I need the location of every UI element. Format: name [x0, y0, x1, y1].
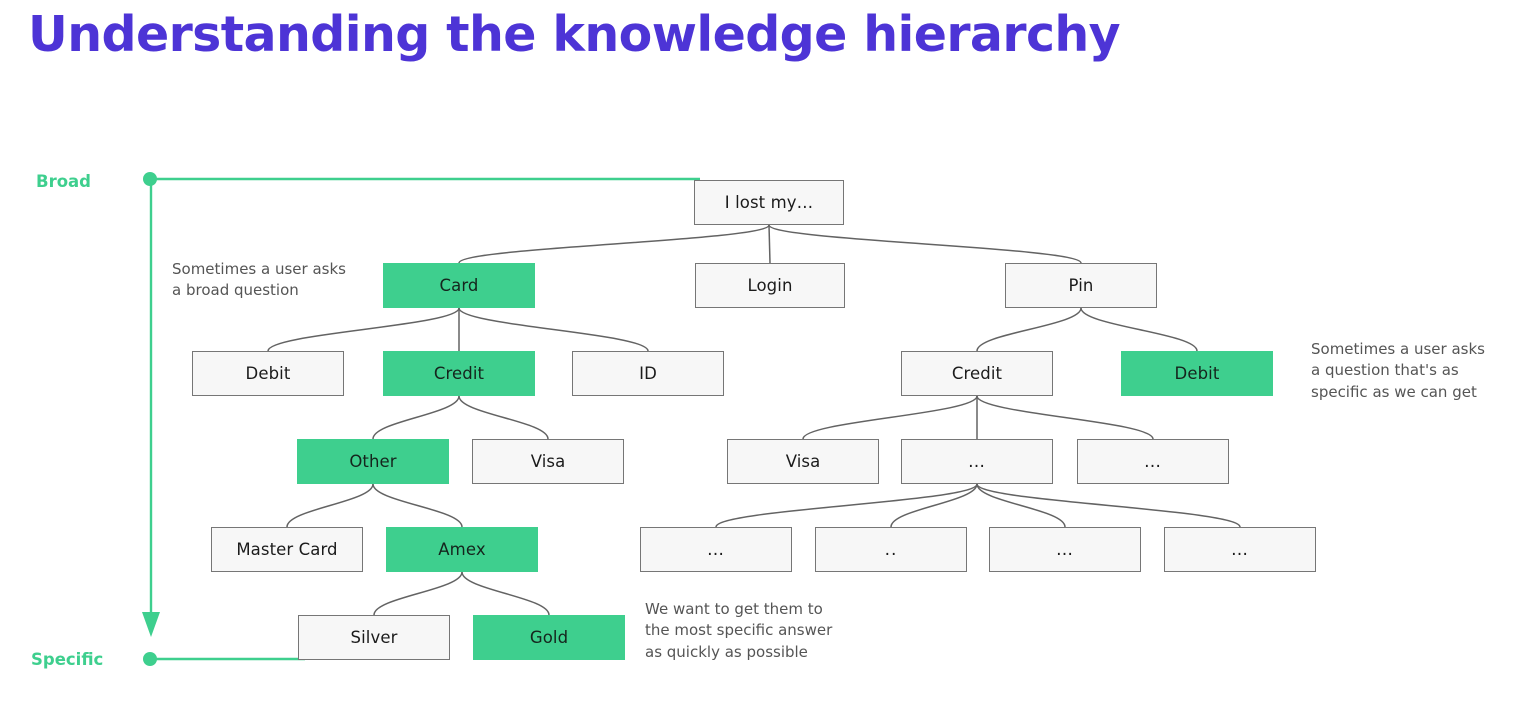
tree-node-label: .. [884, 539, 898, 560]
tree-node[interactable]: ID [572, 351, 724, 396]
tree-node[interactable]: Master Card [211, 527, 363, 572]
tree-edge [1080, 307, 1198, 352]
annotation-quick-answer: We want to get them to the most specific… [645, 600, 833, 661]
axis-label-specific: Specific [31, 650, 104, 669]
annotation-specific-question: Sometimes a user asks a question that's … [1311, 340, 1485, 401]
axis-top-dot [143, 172, 157, 186]
tree-node[interactable]: Silver [298, 615, 450, 660]
tree-node-label: … [707, 539, 725, 560]
tree-node-label: I lost my… [724, 193, 814, 212]
tree-node-label: … [1056, 539, 1074, 560]
tree-node-label: ID [639, 364, 657, 383]
tree-node-label: … [1231, 539, 1249, 560]
axis-bottom-dot [143, 652, 157, 666]
tree-edge [768, 224, 771, 264]
tree-node-label: … [968, 451, 986, 472]
tree-node-label: Pin [1068, 276, 1094, 295]
tree-edge [458, 307, 649, 352]
tree-node[interactable]: … [901, 439, 1053, 484]
tree-node[interactable]: Pin [1005, 263, 1157, 308]
tree-node[interactable]: Debit [1121, 351, 1273, 396]
tree-node-label: Login [747, 276, 793, 295]
tree-node[interactable]: Login [695, 263, 845, 308]
tree-edge [267, 307, 460, 352]
tree-node[interactable]: … [1164, 527, 1316, 572]
tree-node-label: Other [349, 452, 397, 471]
tree-node[interactable]: I lost my… [694, 180, 844, 225]
tree-edge [976, 483, 1241, 528]
axis-arrow-head [142, 612, 160, 637]
tree-edge [976, 483, 1066, 528]
tree-edge [372, 395, 460, 440]
tree-node[interactable]: … [989, 527, 1141, 572]
tree-edge [458, 224, 770, 264]
tree-edge [976, 307, 1082, 352]
tree-node[interactable]: … [1077, 439, 1229, 484]
tree-edge [976, 395, 1154, 440]
tree-node[interactable]: Visa [727, 439, 879, 484]
tree-edge [372, 483, 463, 528]
tree-node[interactable]: Debit [192, 351, 344, 396]
tree-node-label: Visa [530, 452, 566, 471]
tree-edge [768, 224, 1082, 264]
tree-node-label: Credit [951, 364, 1003, 383]
tree-node[interactable]: Visa [472, 439, 624, 484]
tree-edge [890, 483, 978, 528]
tree-node[interactable]: .. [815, 527, 967, 572]
page-title: Understanding the knowledge hierarchy [28, 6, 1121, 63]
tree-node-label: Debit [1174, 364, 1220, 383]
axis-label-broad: Broad [36, 172, 91, 191]
tree-node-label: Visa [785, 452, 821, 471]
tree-node-label: Gold [529, 628, 569, 647]
tree-node-label: Debit [245, 364, 291, 383]
tree-node[interactable]: Gold [473, 615, 625, 660]
tree-node[interactable]: Card [383, 263, 535, 308]
tree-node[interactable]: Amex [386, 527, 538, 572]
tree-node-label: Silver [350, 628, 398, 647]
tree-node-label: … [1144, 451, 1162, 472]
tree-edge [461, 571, 550, 616]
tree-edge [373, 571, 463, 616]
tree-edge [458, 395, 549, 440]
tree-node-label: Master Card [236, 540, 338, 559]
tree-node[interactable]: … [640, 527, 792, 572]
tree-node-label: Credit [433, 364, 485, 383]
tree-node[interactable]: Credit [383, 351, 535, 396]
tree-edge [286, 483, 374, 528]
tree-node-label: Amex [438, 540, 486, 559]
tree-node[interactable]: Credit [901, 351, 1053, 396]
tree-node-label: Card [439, 276, 479, 295]
tree-node[interactable]: Other [297, 439, 449, 484]
tree-edge [715, 483, 978, 528]
annotation-broad-question: Sometimes a user asks a broad question [172, 260, 346, 300]
tree-edge [802, 395, 978, 440]
